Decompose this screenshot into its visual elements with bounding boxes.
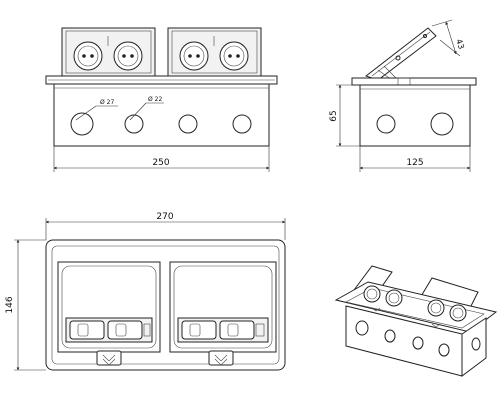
hole-27-dimension: Ø 27 xyxy=(100,99,114,106)
knockout-hole-22 xyxy=(124,114,144,134)
top-height-dimension: 146 xyxy=(5,296,15,313)
isometric-view xyxy=(334,265,498,377)
side-body xyxy=(359,84,471,147)
top-width-dimension: 270 xyxy=(156,212,173,222)
knockout-hole-27 xyxy=(70,112,94,136)
top-right-lid xyxy=(169,261,277,366)
lid-dimension: 43 xyxy=(454,38,466,50)
knockout-hole xyxy=(232,114,252,134)
front-view: Ø 27 Ø 22 250 xyxy=(45,27,278,172)
front-width-dimension: 250 xyxy=(152,158,169,168)
hole-22-dimension: Ø 22 xyxy=(148,96,162,103)
top-view: 270 146 xyxy=(5,212,286,371)
side-knockout-hole xyxy=(430,112,454,136)
knockout-hole xyxy=(178,114,198,134)
side-view: 43 65 125 xyxy=(329,19,477,172)
side-knockout-hole xyxy=(376,114,396,134)
side-height-dimension: 65 xyxy=(329,110,339,121)
front-body xyxy=(53,83,270,147)
side-flange xyxy=(351,77,477,86)
right-socket-housing xyxy=(167,27,262,77)
left-socket-housing xyxy=(61,27,156,77)
top-left-lid xyxy=(57,261,161,366)
side-depth-dimension: 125 xyxy=(406,158,423,168)
